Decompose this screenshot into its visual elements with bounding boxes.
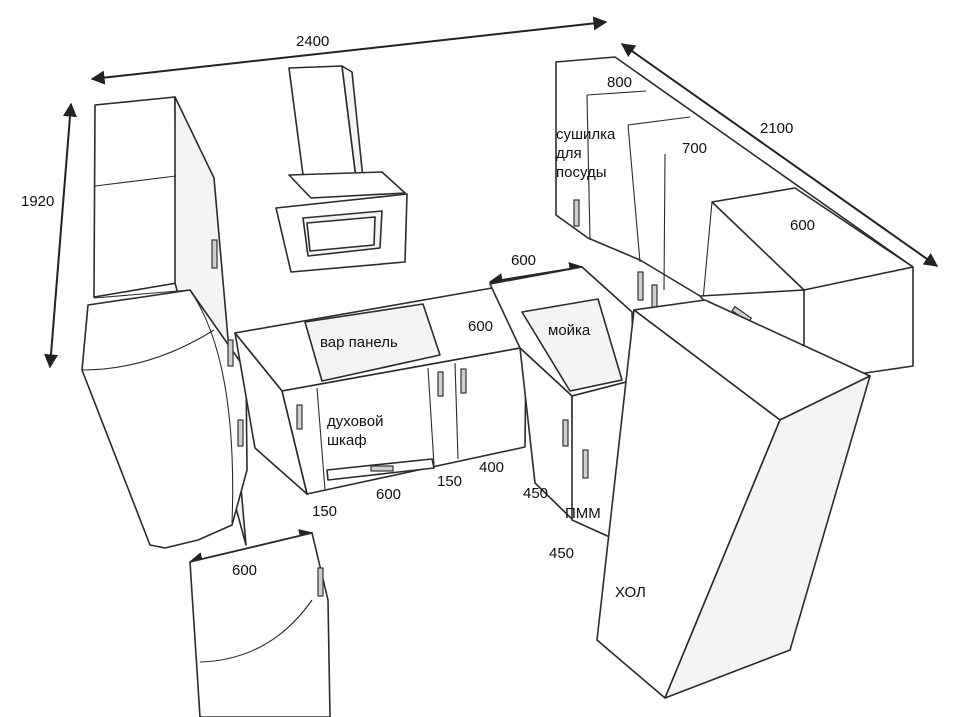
dim-label-2100: 2100: [760, 120, 793, 137]
cabinet-handle: [460, 368, 467, 394]
cabinet-handle: [437, 371, 444, 397]
cabinet-handle: [296, 404, 303, 430]
cabinet-handle: [562, 419, 569, 447]
cabinet-handle: [573, 199, 580, 227]
cabinet-handle: [582, 449, 589, 479]
dim-label-400: 400: [479, 459, 504, 476]
sink-section: [489, 266, 635, 549]
dim-label-800: 800: [607, 74, 632, 91]
cabinet-handle: [237, 419, 244, 447]
dim-label-600-upper: 600: [790, 217, 815, 234]
dim-arrow-2100: [620, 43, 939, 267]
dim-label-700: 700: [682, 140, 707, 157]
dim-label-450-sink: 450: [523, 485, 548, 502]
label-dish-dryer-1: сушилка: [556, 126, 616, 143]
label-dish-dryer-3: посуды: [556, 164, 607, 181]
dim-label-150-a: 150: [437, 473, 462, 490]
dim-label-450-dishwasher: 450: [549, 545, 574, 562]
label-fridge: ХОЛ: [615, 584, 646, 601]
appliance-labels: сушилка для посуды вар панель духовой шк…: [320, 126, 646, 601]
cabinet-handle: [227, 339, 234, 367]
back-counter: [234, 287, 527, 495]
dim-label-600-bottom: 600: [232, 562, 257, 579]
dimension-labels: 2400 2100 1920 800 700 600 600 600 600 1…: [21, 33, 815, 579]
dim-label-600-oven: 600: [376, 486, 401, 503]
dim-arrow-1920: [44, 102, 77, 369]
dim-arrow-2400: [90, 16, 608, 85]
cabinet-handle: [317, 567, 324, 597]
front-left-base: [189, 532, 331, 717]
label-oven-1: духовой: [327, 413, 383, 430]
label-dishwasher: ПММ: [565, 505, 601, 522]
dim-label-600-counter: 600: [468, 318, 493, 335]
cabinet-handle: [211, 239, 218, 269]
dim-label-150-b: 150: [312, 503, 337, 520]
dim-label-600-corner: 600: [511, 252, 536, 269]
oven-handle: [370, 465, 394, 472]
dim-label-1920: 1920: [21, 193, 54, 210]
label-oven-2: шкаф: [327, 432, 367, 449]
label-dish-dryer-2: для: [556, 145, 582, 162]
fridge-cabinet: [596, 299, 871, 699]
cabinet-handle: [637, 271, 644, 301]
label-cooktop: вар панель: [320, 334, 398, 351]
dim-label-2400: 2400: [296, 33, 329, 50]
label-sink: мойка: [548, 322, 591, 339]
left-wall-cabinets: [81, 96, 248, 549]
range-hood: [275, 65, 408, 273]
